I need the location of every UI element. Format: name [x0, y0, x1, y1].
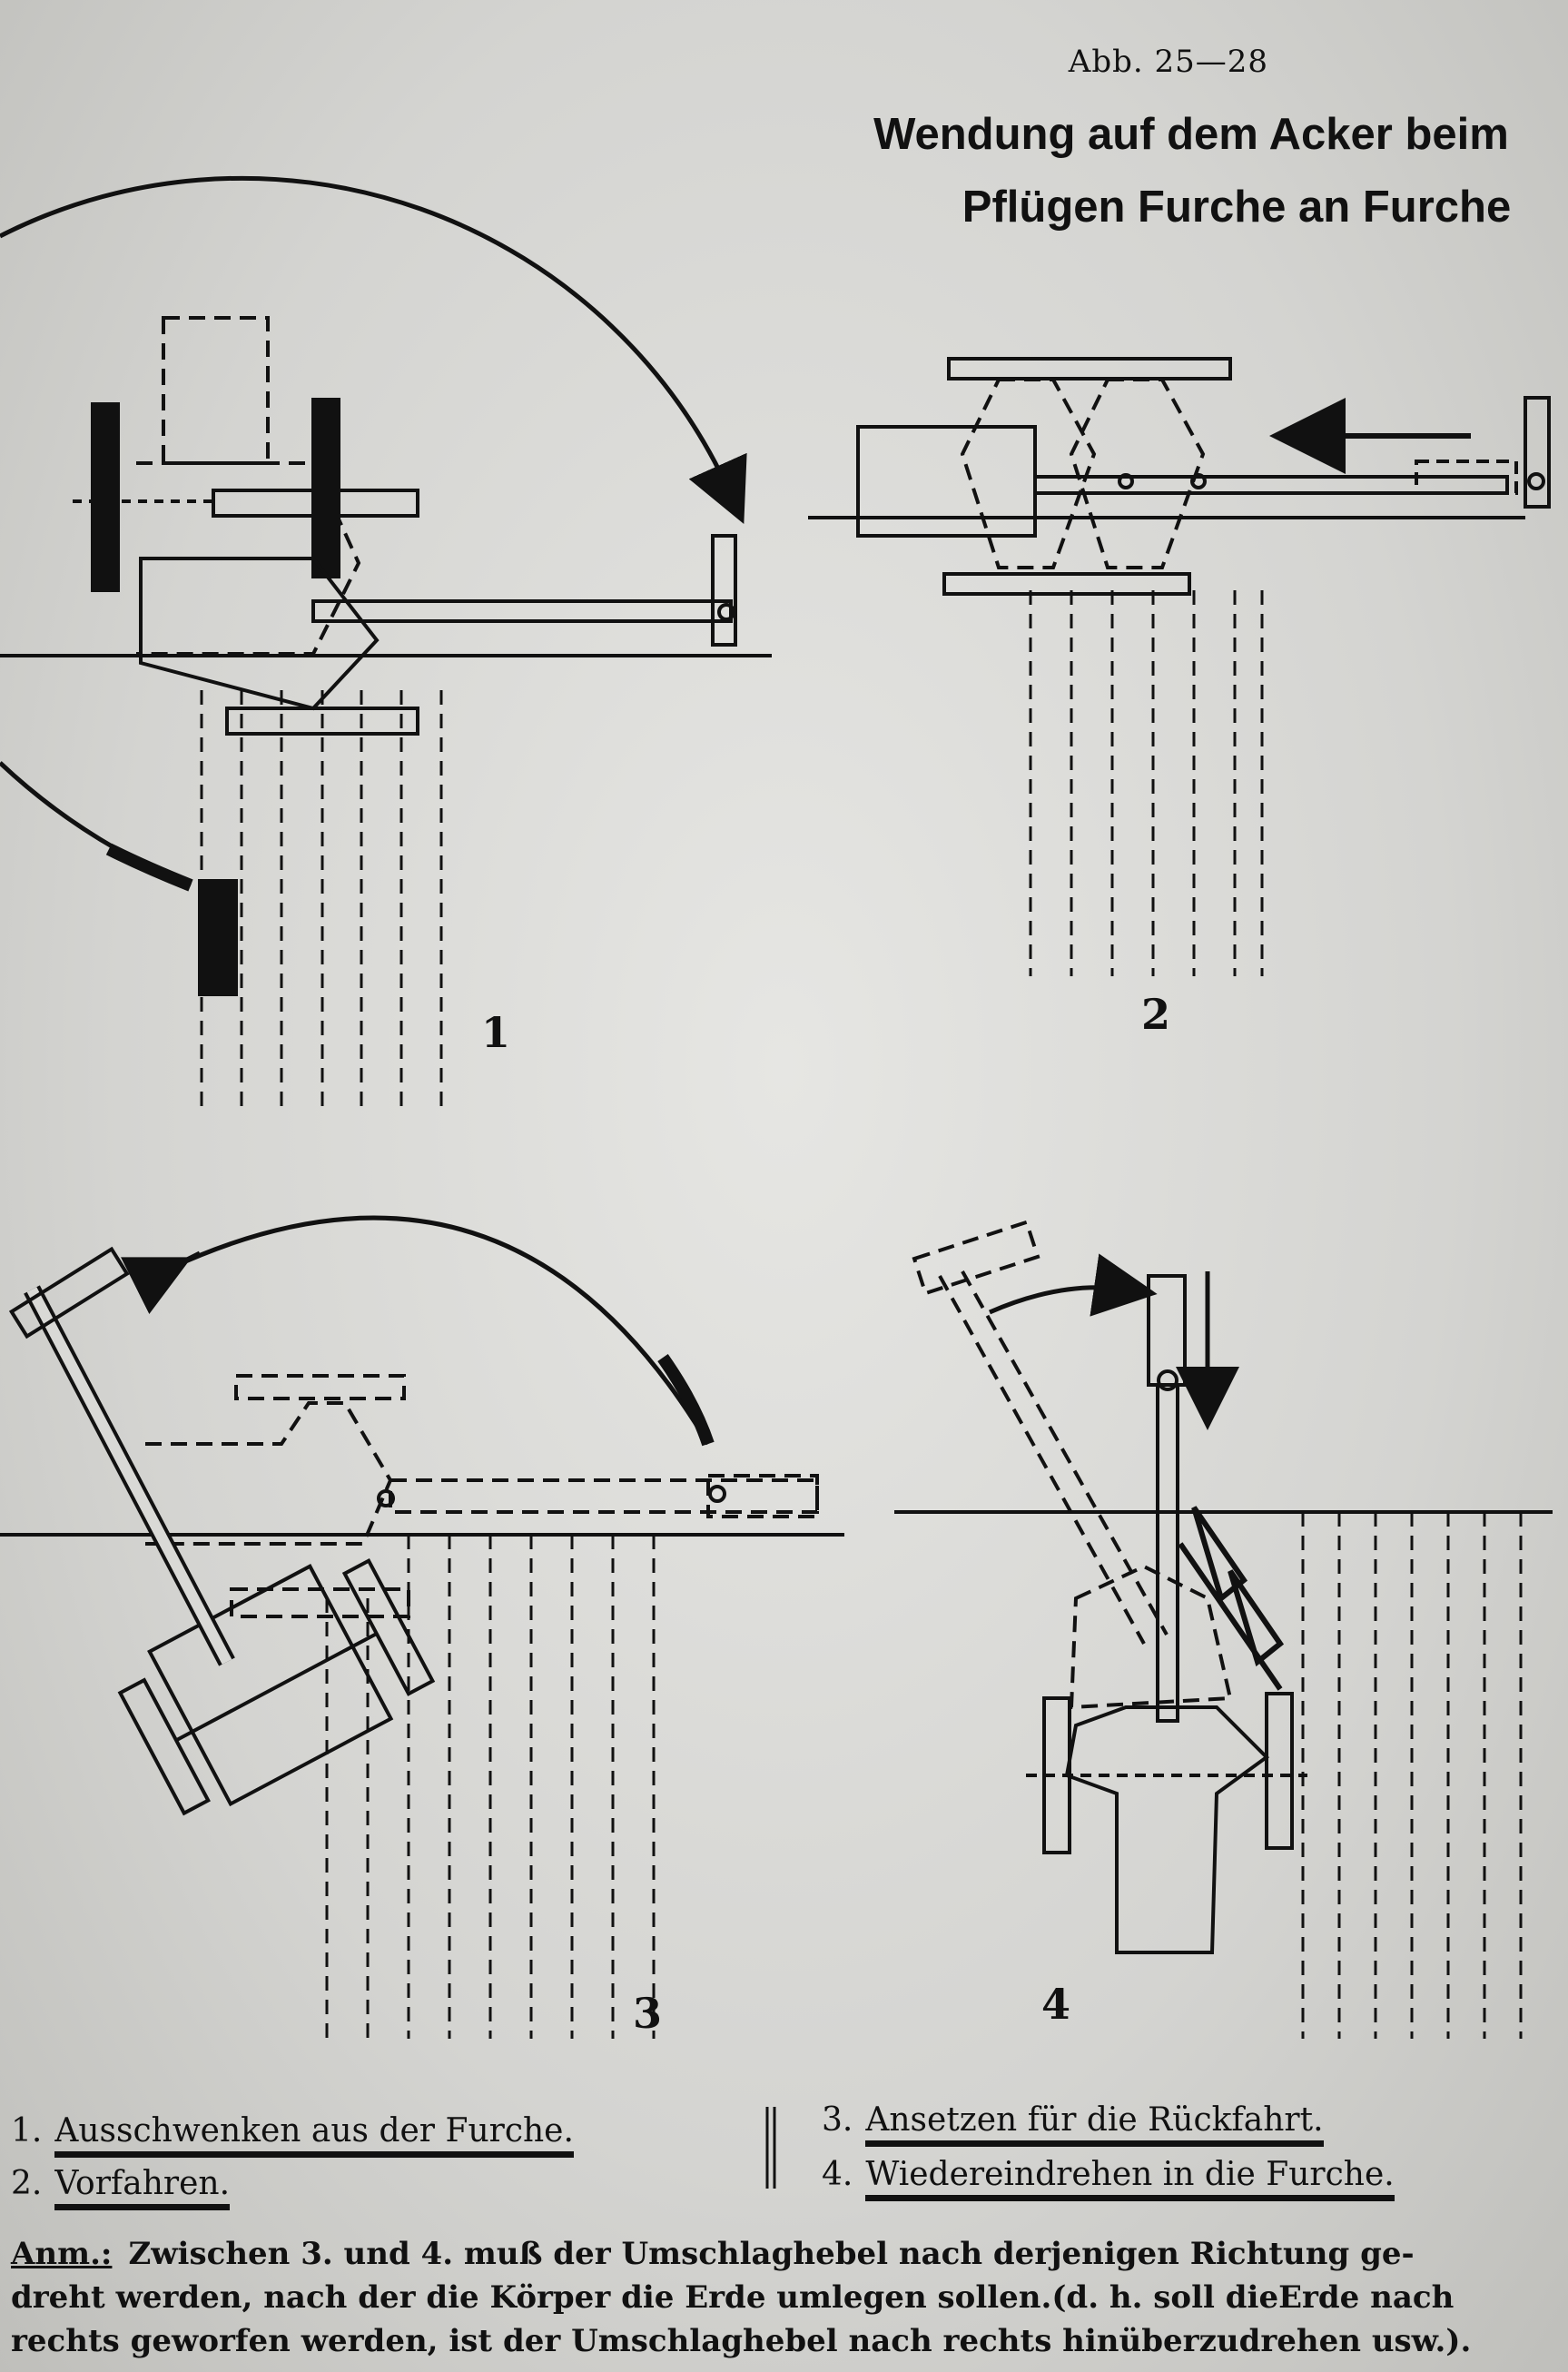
drawbar-end-plate: [1147, 1274, 1187, 1387]
note-line-3: rechts geworfen werden, ist der Umschlag…: [11, 2323, 1472, 2359]
tractor-outline-previous: [136, 316, 361, 656]
caption-4-number: 4.: [822, 2156, 853, 2193]
furrow-lines-2: [1029, 590, 1264, 976]
turning-arc-bold: [657, 1353, 715, 1447]
plough-shares: [1178, 1506, 1285, 1691]
caption-3-number: 3.: [822, 2101, 853, 2139]
turning-arc-bold: [105, 843, 193, 892]
front-axle-bar: [212, 489, 419, 518]
drawbar-pin: [717, 603, 735, 621]
caption-2: 2. Vorfahren.: [11, 2161, 231, 2210]
tractor-body: [139, 557, 380, 711]
title-line-1: Wendung auf dem Acker beim: [873, 110, 1509, 159]
note-line-2: dreht werden, nach der die Körper die Er…: [11, 2279, 1455, 2316]
drawbar-end-plate: [1524, 396, 1551, 509]
drawbar: [1156, 1383, 1179, 1723]
plough-body-dashed-1: [960, 378, 1097, 569]
caption-1-text: Ausschwenken aus der Furche.: [54, 2112, 574, 2158]
diagram-2-drive-forward: [808, 357, 1551, 976]
page-title: Wendung auf dem Acker beim Pflügen Furch…: [814, 98, 1568, 243]
tractor-body: [147, 1564, 394, 1807]
tractor-outline-previous: [145, 1374, 819, 1618]
figure-number-1: 1: [481, 1008, 511, 1057]
plough-body-dashed-2: [1069, 378, 1206, 569]
drawbar-end-plate: [711, 534, 737, 647]
diagram-3-set-for-return: [0, 1215, 844, 2039]
figure-reference: Abb. 25—28: [1068, 44, 1268, 80]
title-line-2: Pflügen Furche an Furche: [962, 183, 1512, 232]
tractor-body: [1064, 1705, 1270, 1954]
wheel-right: [1265, 1692, 1294, 1850]
caption-1-number: 1.: [11, 2112, 43, 2150]
diagram-4-turn-back-into-furrow: [894, 1220, 1553, 2039]
direction-arrow-curved: [988, 1253, 1158, 1317]
rear-axle-bar: [942, 572, 1191, 596]
drawbar-previous: [912, 1220, 1233, 1710]
annotation-note: Anm.: Zwischen 3. und 4. muß der Umschlag…: [11, 2232, 1554, 2363]
tractor-tilted: [117, 1557, 436, 1816]
turning-arc: [0, 175, 747, 524]
wheel-left: [91, 402, 120, 592]
turning-arc: [162, 1215, 711, 1446]
wheel-right: [341, 1557, 436, 1696]
wheel-left: [117, 1677, 211, 1816]
wheel-rear-bold: [198, 879, 238, 996]
diagram-1-swing-out: [0, 175, 772, 1112]
note-line-1: Zwischen 3. und 4. muß der Umschlaghebel…: [128, 2236, 1415, 2272]
caption-2-number: 2.: [11, 2165, 43, 2202]
furrow-lines-3: [325, 1535, 656, 2039]
drawbar-end-plate: [8, 1246, 130, 1339]
drawbar: [311, 599, 733, 623]
caption-4-text: Wiedereindrehen in die Furche.: [865, 2156, 1395, 2201]
caption-3: 3. Ansetzen für die Rückfahrt.: [822, 2098, 1324, 2147]
furrow-lines-4: [1301, 1512, 1523, 2039]
note-label: Anm.:: [11, 2236, 113, 2272]
caption-2-text: Vorfahren.: [54, 2165, 231, 2210]
figure-number-3: 3: [633, 1989, 663, 2038]
figure-number-4: 4: [1041, 1980, 1071, 2029]
drawbar-hitch: [1415, 460, 1518, 495]
figure-number-2: 2: [1141, 990, 1171, 1039]
drawbar: [1033, 475, 1509, 495]
caption-1: 1. Ausschwenken aus der Furche.: [11, 2109, 574, 2158]
caption-3-text: Ansetzen für die Rückfahrt.: [865, 2101, 1324, 2147]
front-axle-bar: [947, 357, 1232, 381]
rear-axle-bar: [225, 707, 419, 736]
caption-4: 4. Wiedereindrehen in die Furche.: [822, 2152, 1395, 2201]
wheel-right: [311, 398, 340, 578]
